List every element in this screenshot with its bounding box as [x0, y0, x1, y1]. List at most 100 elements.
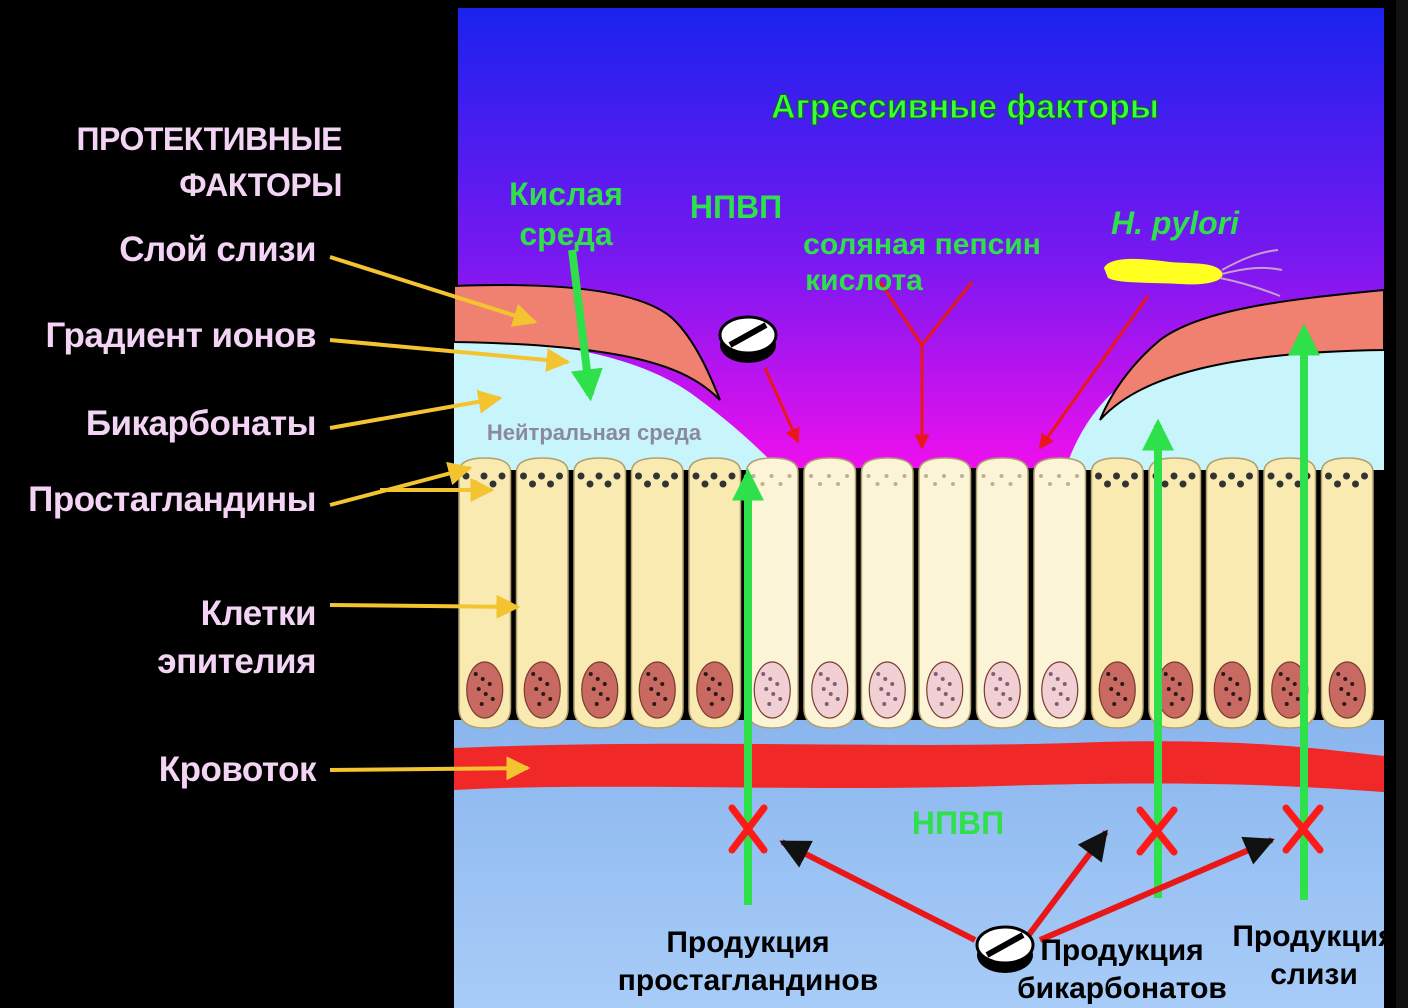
chromatin-dot: [545, 682, 549, 686]
chromatin-dot: [767, 702, 771, 706]
chromatin-dot: [1052, 687, 1056, 691]
prostaglandins-label: Простагландины: [28, 476, 316, 524]
cell-granule: [1268, 473, 1275, 480]
chromatin-dot: [663, 697, 667, 701]
acid-environment-label-1: Кислая: [509, 176, 623, 212]
mucus-production-label-1: Продукция: [1232, 920, 1395, 953]
chromatin-dot: [775, 682, 779, 686]
chromatin-dot: [948, 682, 952, 686]
cell-granule: [1039, 474, 1043, 478]
cell-nucleus: [697, 662, 733, 718]
chromatin-dot: [1224, 687, 1228, 691]
chromatin-dot: [480, 702, 484, 706]
hcl-pepsin-label-2: кислота: [805, 264, 923, 297]
chromatin-dot: [474, 672, 478, 676]
chromatin-dot: [822, 687, 826, 691]
chromatin-dot: [595, 702, 599, 706]
cell-granule: [770, 474, 774, 478]
chromatin-dot: [882, 702, 886, 706]
chromatin-dot: [940, 702, 944, 706]
chromatin-dot: [829, 692, 833, 696]
chromatin-dot: [937, 687, 941, 691]
acid-environment-label-2: среда: [519, 216, 612, 252]
cell-granule: [836, 482, 840, 486]
chromatin-dot: [660, 682, 664, 686]
chromatin-dot: [1116, 692, 1120, 696]
cell-granule: [1325, 473, 1332, 480]
chromatin-dot: [1353, 697, 1357, 701]
chromatin-dot: [1231, 692, 1235, 696]
cell-granule: [924, 474, 928, 478]
chromatin-dot: [1235, 682, 1239, 686]
cell-granule: [1131, 473, 1138, 480]
cell-nucleus: [467, 662, 503, 718]
cell-granule: [1171, 473, 1178, 480]
chromatin-dot: [1170, 702, 1174, 706]
nsaid-pill-top-icon: [720, 317, 776, 363]
chromatin-dot: [1055, 702, 1059, 706]
chromatin-dot: [1289, 692, 1293, 696]
chromatin-dot: [1286, 677, 1290, 681]
chromatin-dot: [994, 687, 998, 691]
cell-granule: [1000, 474, 1004, 478]
cell-nucleus: [984, 662, 1020, 718]
chromatin-dot: [1063, 682, 1067, 686]
cell-granule: [894, 482, 898, 486]
chromatin-dot: [833, 682, 837, 686]
chromatin-dot: [603, 682, 607, 686]
cell-nucleus: [869, 662, 905, 718]
cell-granule: [1162, 481, 1169, 488]
cell-granule: [1066, 482, 1070, 486]
chromatin-dot: [778, 697, 782, 701]
chromatin-dot: [606, 697, 610, 701]
cell-granule: [1286, 473, 1293, 480]
epithelial-cells-label-1: Клетки: [201, 590, 316, 638]
cell-granule: [752, 474, 756, 478]
chromatin-dot: [771, 692, 775, 696]
chromatin-dot: [1285, 702, 1289, 706]
chromatin-dot: [1066, 697, 1070, 701]
chromatin-dot: [825, 702, 829, 706]
chromatin-dot: [711, 677, 715, 681]
chromatin-dot: [1120, 682, 1124, 686]
chromatin-dot: [1343, 677, 1347, 681]
cell-granule: [1334, 481, 1341, 488]
cell-granule: [472, 481, 479, 488]
cell-granule: [1343, 473, 1350, 480]
chromatin-dot: [1005, 682, 1009, 686]
chromatin-dot: [893, 697, 897, 701]
prostaglandin-production-label-1: Продукция: [666, 926, 829, 959]
cell-granule: [463, 473, 470, 480]
chromatin-dot: [1056, 677, 1060, 681]
chromatin-dot: [656, 692, 660, 696]
cell-granule: [1018, 474, 1022, 478]
cell-granule: [720, 481, 727, 488]
chromatin-dot: [1228, 677, 1232, 681]
hcl-pepsin-label-1: соляная пепсин: [803, 228, 1041, 261]
cell-granule: [520, 473, 527, 480]
cell-granule: [818, 482, 822, 486]
chromatin-dot: [886, 692, 890, 696]
chromatin-dot: [714, 692, 718, 696]
chromatin-dot: [721, 697, 725, 701]
cell-granule: [1189, 473, 1196, 480]
chromatin-dot: [718, 682, 722, 686]
cell-granule: [1075, 474, 1079, 478]
chromatin-dot: [646, 672, 650, 676]
blood-flow-band: [454, 741, 1384, 792]
epithelial-cells-label-2: эпителия: [157, 638, 316, 686]
bicarbonate-production-label-2: бикарбонатов: [1017, 972, 1227, 1005]
chromatin-dot: [1350, 682, 1354, 686]
chromatin-dot: [481, 677, 485, 681]
bicarbonates-label: Бикарбонаты: [86, 400, 316, 448]
chromatin-dot: [541, 692, 545, 696]
chromatin-dot: [1106, 672, 1110, 676]
cell-nucleus: [639, 662, 675, 718]
cell-granule: [1095, 473, 1102, 480]
chromatin-dot: [531, 672, 535, 676]
chromatin-dot: [477, 687, 481, 691]
cell-nucleus: [754, 662, 790, 718]
cell-nucleus: [812, 662, 848, 718]
cell-granule: [529, 481, 536, 488]
